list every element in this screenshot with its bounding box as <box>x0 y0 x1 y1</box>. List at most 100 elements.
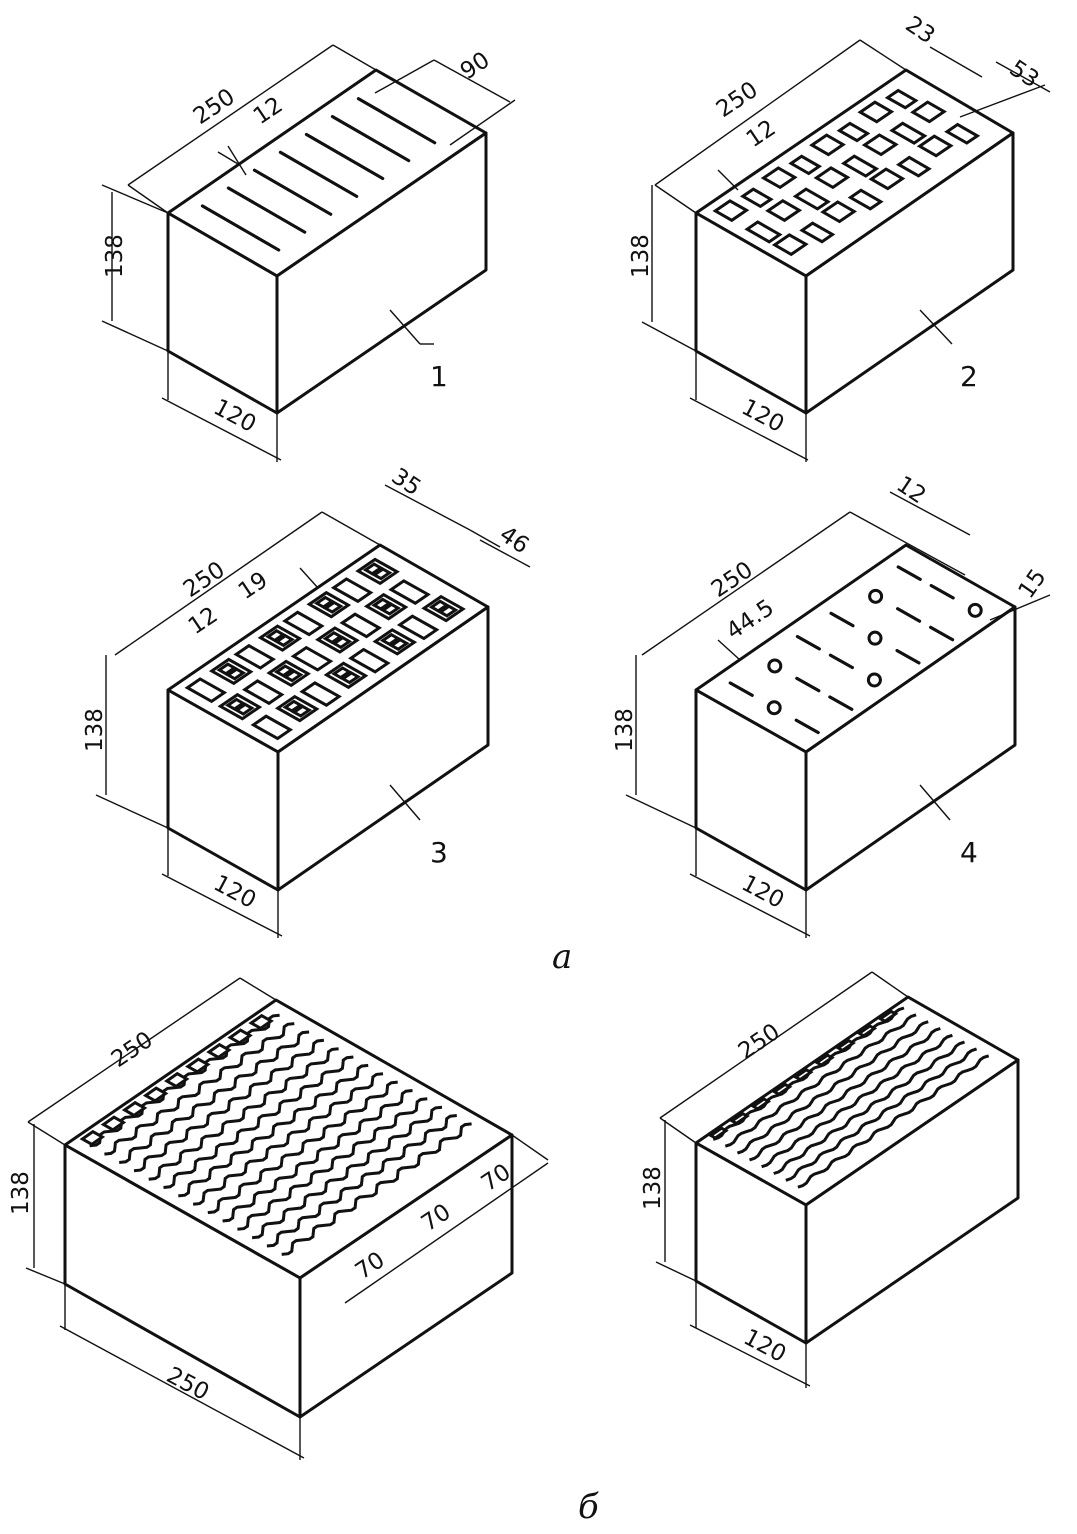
double-hole-b <box>340 671 361 685</box>
cell-hole <box>750 1097 772 1111</box>
cell-hole <box>142 1086 169 1103</box>
rect-hole <box>820 200 858 224</box>
rect-hole-long <box>388 579 431 605</box>
wavy-rib <box>797 1054 990 1189</box>
cell-hole <box>729 1111 750 1126</box>
rect-hole-long <box>884 88 919 110</box>
slot-hole-inner <box>200 204 281 252</box>
rect-hole-long <box>339 612 383 639</box>
oval-hole-inner <box>728 681 754 697</box>
wavy-rib <box>724 1013 917 1148</box>
brick-1: 250 12 90 138 120 1 <box>101 44 516 462</box>
rect-hole-long <box>290 645 334 672</box>
slot-hole-inner <box>304 132 385 181</box>
cell-hole <box>227 1028 253 1045</box>
rect-hole-long <box>799 221 836 244</box>
brick-2-slots <box>712 88 981 257</box>
caption-group-b: б <box>578 1487 599 1527</box>
brick-3-side-face <box>276 605 490 892</box>
brick-4-side-face <box>804 605 1017 892</box>
wavy-rib <box>148 1047 339 1181</box>
rect-hole <box>861 133 899 157</box>
oval-hole-inner <box>896 565 922 581</box>
round-hole <box>866 672 882 688</box>
oval-hole-inner <box>929 584 955 600</box>
brick-1-length-label: 250 <box>189 84 240 130</box>
brick-6-length-label: 250 <box>734 1019 785 1065</box>
double-hole-b <box>388 637 410 651</box>
brick-5-slots <box>79 1013 472 1256</box>
double-hole-b <box>274 634 295 648</box>
cell-hole <box>771 1082 793 1096</box>
rect-hole-long <box>241 679 285 706</box>
double-hole-a <box>282 699 304 713</box>
rect-hole-long <box>889 121 928 145</box>
double-hole-b <box>225 667 247 681</box>
brick-2-height-label: 138 <box>628 234 654 278</box>
cell-hole <box>877 1009 899 1023</box>
brick-6-height-label: 138 <box>640 1166 666 1210</box>
rect-hole-long <box>233 643 276 670</box>
cell-hole <box>121 1100 148 1118</box>
round-hole <box>967 602 983 618</box>
oval-hole-inner <box>795 676 821 693</box>
brick-4-slots <box>728 565 983 735</box>
oval-hole-inner <box>829 611 855 628</box>
double-hole-a <box>216 662 238 676</box>
brick-6: 250 138 120 <box>640 971 1020 1388</box>
brick-6-side-face <box>804 1058 1020 1345</box>
brick-4-number: 4 <box>960 836 978 869</box>
brick-1-slots <box>200 97 437 252</box>
brick-3-hole-b-label: 35 <box>387 463 426 501</box>
rect-hole-long <box>184 677 228 704</box>
oval-hole-inner <box>896 607 922 623</box>
rect-hole <box>771 233 809 257</box>
brick-4-length-label: 250 <box>707 557 758 603</box>
cell-hole <box>79 1129 106 1147</box>
rect-hole <box>868 167 906 191</box>
brick-2-hole-a-label: 23 <box>901 11 940 49</box>
slot-hole-inner <box>278 150 359 198</box>
slot-hole-inner <box>252 168 333 216</box>
brick-3: 250 12 19 35 46 138 120 3 <box>82 463 533 938</box>
rect-hole-long <box>282 610 325 637</box>
cell-hole <box>206 1042 232 1060</box>
brick-5-height-label: 138 <box>8 1171 34 1215</box>
cell-hole <box>792 1068 814 1082</box>
double-hole-a <box>313 595 335 609</box>
wavy-rib <box>773 1040 965 1175</box>
round-hole <box>767 658 783 674</box>
cell-hole <box>248 1013 274 1031</box>
brick-3-edge-label: 12 <box>184 602 223 640</box>
brick-5-side-face <box>298 1133 514 1419</box>
double-hole-b <box>437 604 459 618</box>
brick-4-height-label: 138 <box>612 708 638 752</box>
rect-hole-long <box>788 154 823 176</box>
rect-hole-long <box>847 188 884 211</box>
brick-3-hole-a-label: 19 <box>234 567 273 605</box>
round-hole <box>766 700 782 716</box>
wavy-rib <box>207 1080 398 1215</box>
rect-hole <box>712 199 750 223</box>
round-hole <box>868 588 884 604</box>
rect-hole <box>916 134 954 158</box>
double-hole-b <box>322 600 344 614</box>
rect-hole-long <box>792 187 831 211</box>
rect-hole-long <box>250 714 294 741</box>
cell-hole <box>708 1126 729 1140</box>
rect-hole <box>765 199 803 223</box>
rect-hole-long <box>836 121 871 143</box>
double-hole-a <box>322 631 344 645</box>
brick-4-edge-a-label: 12 <box>892 471 931 509</box>
double-hole-a <box>362 562 384 576</box>
wavy-rib <box>178 1063 369 1198</box>
cell-hole <box>856 1024 878 1038</box>
rect-hole <box>809 133 846 157</box>
rect-hole-long <box>895 155 932 178</box>
wavy-rib <box>237 1097 428 1231</box>
brick-3-length-label: 250 <box>179 557 230 603</box>
rect-hole-long <box>299 681 342 707</box>
round-hole <box>867 630 883 646</box>
